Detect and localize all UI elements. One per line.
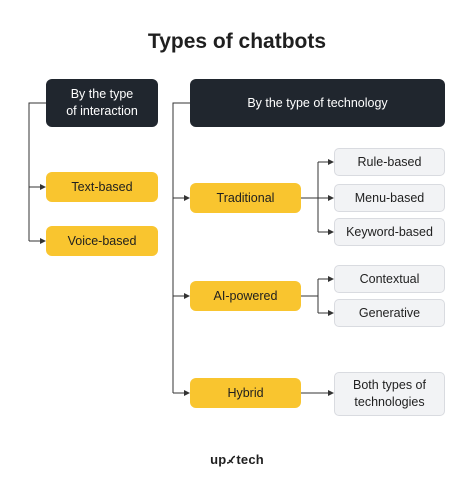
both-types-box: Both types of technologies: [334, 372, 445, 416]
interaction-header-box: By the type of interaction: [46, 79, 158, 127]
traditional-box: Traditional: [190, 183, 301, 213]
interaction-header-line1: By the type: [70, 87, 134, 101]
generative-box: Generative: [334, 299, 445, 327]
both-types-line1: Both types of: [353, 378, 426, 392]
menu-based-box: Menu-based: [334, 184, 445, 212]
text-based-box: Text-based: [46, 172, 158, 202]
rule-based-box: Rule-based: [334, 148, 445, 176]
logo-text-left: up: [210, 452, 227, 467]
swoosh-icon: [226, 452, 236, 467]
contextual-box: Contextual: [334, 265, 445, 293]
keyword-based-box: Keyword-based: [334, 218, 445, 246]
diagram-title: Types of chatbots: [147, 30, 327, 53]
both-types-line2: technologies: [354, 395, 425, 409]
technology-trunk: [172, 102, 190, 393]
interaction-header-line2: of interaction: [66, 104, 138, 118]
technology-header-box: By the type of technology: [190, 79, 445, 127]
interaction-trunk: [28, 102, 46, 241]
hybrid-box: Hybrid: [190, 378, 301, 408]
logo-text-right: tech: [236, 452, 264, 467]
voice-based-box: Voice-based: [46, 226, 158, 256]
ai-powered-box: AI-powered: [190, 281, 301, 311]
